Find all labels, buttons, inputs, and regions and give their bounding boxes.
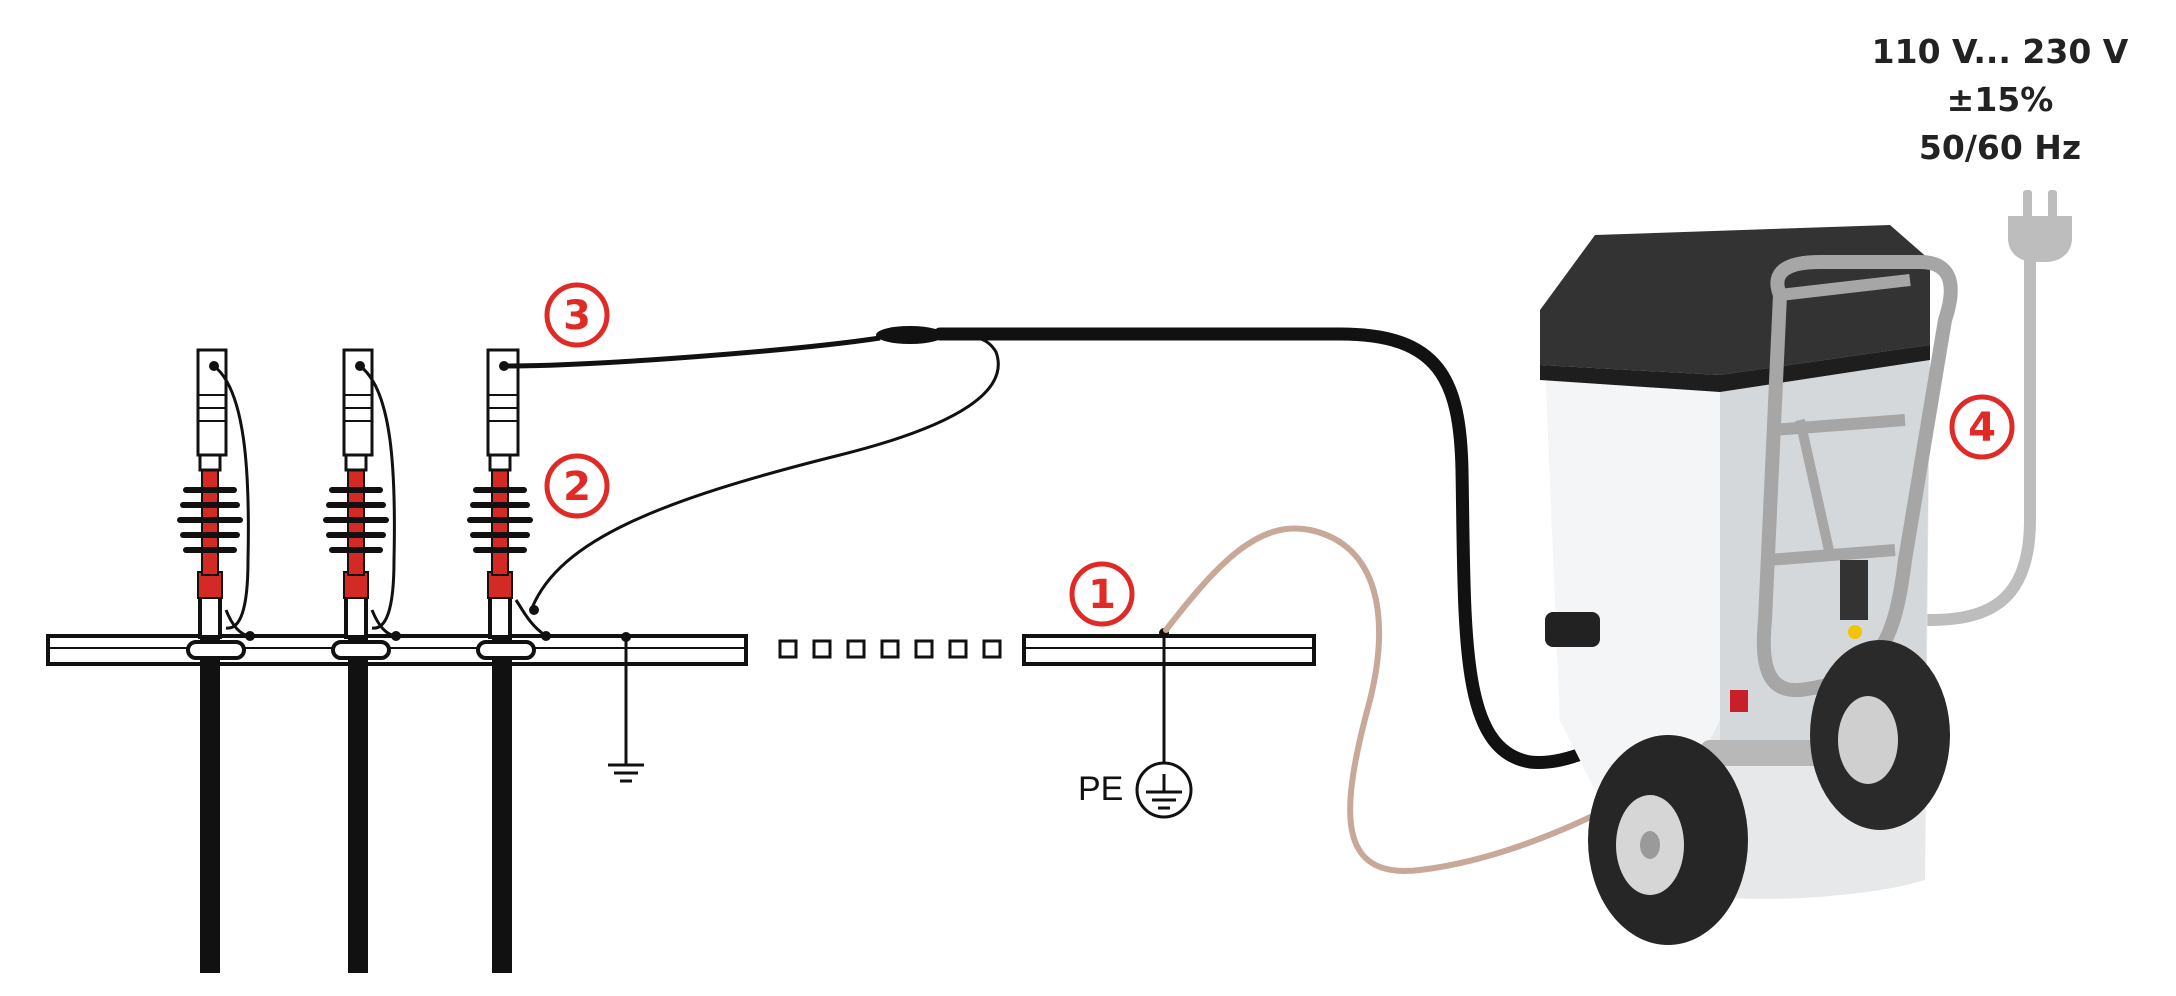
marker-4: 4 <box>1949 394 2015 460</box>
marker-1-label: 1 <box>1088 572 1116 618</box>
supply-voltage-text: 110 V... 230 V <box>1871 32 2129 71</box>
mains-plug-icon <box>2008 190 2072 262</box>
supply-tolerance-text: ±15% <box>1946 80 2054 119</box>
marker-2-label: 2 <box>563 464 591 510</box>
marker-2: 2 <box>544 453 610 519</box>
shield-lead-cable <box>530 335 1000 609</box>
test-device-trolley <box>1540 225 1958 945</box>
busbar-continuation-dots <box>778 639 1002 659</box>
test-cable <box>503 335 881 369</box>
marker-3: 3 <box>544 282 610 348</box>
marker-3-label: 3 <box>563 293 591 339</box>
pe-label: PE <box>1078 770 1123 808</box>
marker-1: 1 <box>1069 561 1135 627</box>
busbar-right <box>1022 634 1316 666</box>
mains-cable <box>1864 254 2036 626</box>
marker-4-label: 4 <box>1968 405 1996 451</box>
cable-termination-3 <box>467 348 551 973</box>
cable-termination-1 <box>177 348 255 973</box>
power-supply-spec: 110 V... 230 V ±15% 50/60 Hz <box>1840 28 2160 172</box>
cable-termination-2 <box>323 348 401 973</box>
supply-frequency-text: 50/60 Hz <box>1918 128 2082 167</box>
cable-splitter <box>876 326 944 344</box>
ground-symbol <box>608 632 644 783</box>
